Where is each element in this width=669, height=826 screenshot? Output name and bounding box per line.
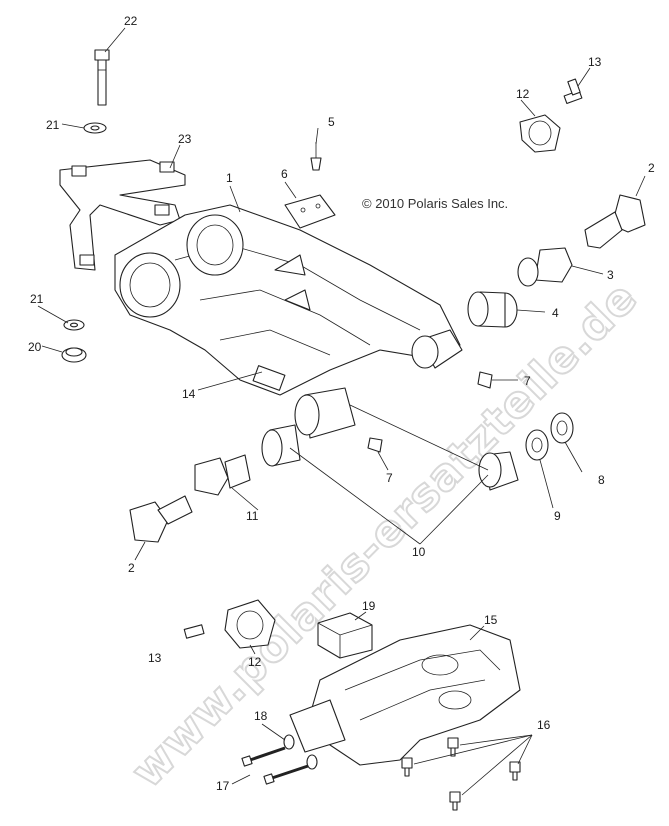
callout-6: 6 [281,167,288,181]
part-1-main-frame [114,204,461,396]
callout-13-bottom: 13 [148,651,162,665]
part-3-bushing-flange [517,247,573,287]
part-13-bolt-bottom [183,624,205,639]
part-12-retainer-bottom [224,599,276,649]
callout-14: 14 [182,387,196,401]
part-8-nut [550,412,574,444]
callout-11: 11 [246,509,259,523]
callout-18: 18 [254,709,268,723]
part-19-pad [317,612,373,659]
part-7-clip-a [477,371,493,389]
part-2-pivot-shaft-right [584,194,646,249]
part-10-bushing-left [261,424,301,467]
callout-16: 16 [537,718,551,732]
callout-labels: 22 21 23 1 6 5 12 13 2 3 4 7 8 9 21 20 1… [28,14,655,793]
part-10-bushing-center [294,387,356,439]
part-6-pad [284,194,336,229]
part-17-bolt-a [241,746,286,767]
part-14-plate [252,365,286,391]
callout-5: 5 [328,115,335,129]
callout-7-right: 7 [524,374,531,388]
part-16-bolt-c [509,761,521,781]
part-17-bolt-b [263,764,309,785]
part-16-bolt-d [449,791,461,811]
part-16-bolt-a [447,737,459,757]
callout-4: 4 [552,306,559,320]
callout-9: 9 [554,509,561,523]
part-18-washer [283,734,295,750]
callout-19: 19 [362,599,376,613]
callout-21-left: 21 [30,292,44,306]
part-20-nut [61,347,87,363]
part-7-clip-b [367,437,383,453]
callout-21-top: 21 [46,118,60,132]
copyright-text: © 2010 Polaris Sales Inc. [362,196,508,211]
callout-20: 20 [28,340,42,354]
frame-pivot-tube-right [411,329,463,369]
callout-8: 8 [598,473,605,487]
callout-22: 22 [124,14,138,28]
callout-13-top: 13 [588,55,602,69]
part-10-bushing-right [478,451,519,491]
callout-23: 23 [178,132,192,146]
callout-2-right: 2 [648,161,655,175]
callout-1: 1 [226,171,233,185]
callout-7-center: 7 [386,471,393,485]
part-4-bushing [467,291,518,328]
callout-12-top: 12 [516,87,530,101]
callout-10: 10 [412,545,426,559]
part-5-rivet [310,142,322,171]
part-11-bushing-flange [194,454,251,496]
part-13-bolt-top [563,78,583,105]
part-22-bolt [94,49,110,106]
leader-lines [37,27,646,796]
part-16-bolt-b [401,757,413,777]
callout-2-left: 2 [128,561,135,575]
part-9-washer [525,429,549,461]
part-15-skid-assembly [289,624,521,766]
callout-17: 17 [216,779,230,793]
part-2-pivot-shaft-left [129,495,193,543]
callout-12-bottom: 12 [248,655,262,669]
callout-3: 3 [607,268,614,282]
part-23-bracket [59,159,186,271]
callout-15: 15 [484,613,498,627]
part-12-retainer-top [519,114,561,153]
